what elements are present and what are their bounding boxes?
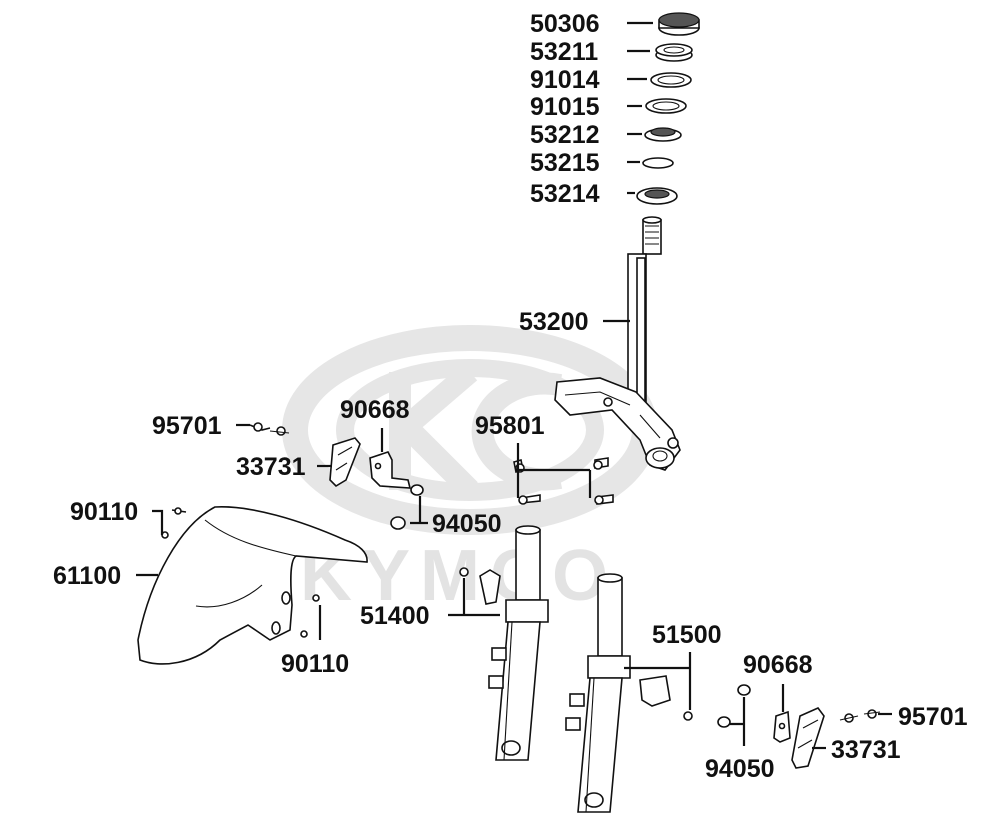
label-95701-left: 95701 xyxy=(152,412,222,440)
leader-95801 xyxy=(516,443,592,498)
label-91015: 91015 xyxy=(530,93,600,121)
label-90668-left: 90668 xyxy=(340,396,410,424)
kymco-watermark-logo xyxy=(282,325,658,535)
leader-94050-left xyxy=(410,496,428,525)
label-61100: 61100 xyxy=(53,562,121,590)
label-33731-right: 33731 xyxy=(831,736,901,764)
part-94050-nut-right xyxy=(717,684,751,728)
leader-90110-top xyxy=(152,509,164,535)
label-53200: 53200 xyxy=(519,308,589,336)
label-90668-right: 90668 xyxy=(743,651,813,679)
part-50306-locknut xyxy=(658,12,700,36)
label-53211: 53211 xyxy=(530,38,598,66)
part-90668-bracket-left xyxy=(369,451,412,489)
part-53211-nut xyxy=(655,43,693,62)
leader-94050-right xyxy=(730,697,746,746)
label-53212: 53212 xyxy=(530,121,600,149)
part-53214-cup xyxy=(636,187,678,205)
part-90110-screw-top xyxy=(161,507,187,539)
label-94050-right: 94050 xyxy=(705,755,775,783)
part-94050-nut-left xyxy=(390,484,424,530)
label-53214: 53214 xyxy=(530,180,600,208)
label-94050-left: 94050 xyxy=(432,510,502,538)
part-90110-screw-bottom xyxy=(300,594,320,638)
part-51500-right-fork xyxy=(565,573,631,813)
part-61100-front-fender xyxy=(137,506,368,665)
leader-51500 xyxy=(624,652,692,710)
label-95701-right: 95701 xyxy=(898,703,968,731)
label-50306: 50306 xyxy=(530,10,600,38)
part-95701-bolt-right xyxy=(839,709,881,723)
label-90110-bottom: 90110 xyxy=(281,650,349,678)
part-91015-ball-race xyxy=(645,98,687,114)
part-95701-bolt-left xyxy=(249,422,290,436)
label-33731-left: 33731 xyxy=(236,453,306,481)
leader-51400 xyxy=(448,578,500,617)
part-90668-bracket-right xyxy=(773,710,791,743)
label-90110-top: 90110 xyxy=(70,498,138,526)
label-91014: 91014 xyxy=(530,66,600,94)
label-51500: 51500 xyxy=(652,621,722,649)
part-51500-clip xyxy=(639,675,693,721)
label-51400: 51400 xyxy=(360,602,430,630)
part-53212-cone xyxy=(644,127,682,142)
part-51400-clip xyxy=(459,567,501,605)
part-91014-ball-race xyxy=(650,72,692,88)
part-33731-reflector-left xyxy=(329,437,361,488)
part-53215-seal xyxy=(642,157,674,169)
part-53200-steering-stem xyxy=(554,216,681,471)
label-95801: 95801 xyxy=(475,412,545,440)
part-51400-left-fork xyxy=(488,525,549,761)
part-33731-reflector-right xyxy=(791,707,825,769)
label-53215: 53215 xyxy=(530,149,600,177)
